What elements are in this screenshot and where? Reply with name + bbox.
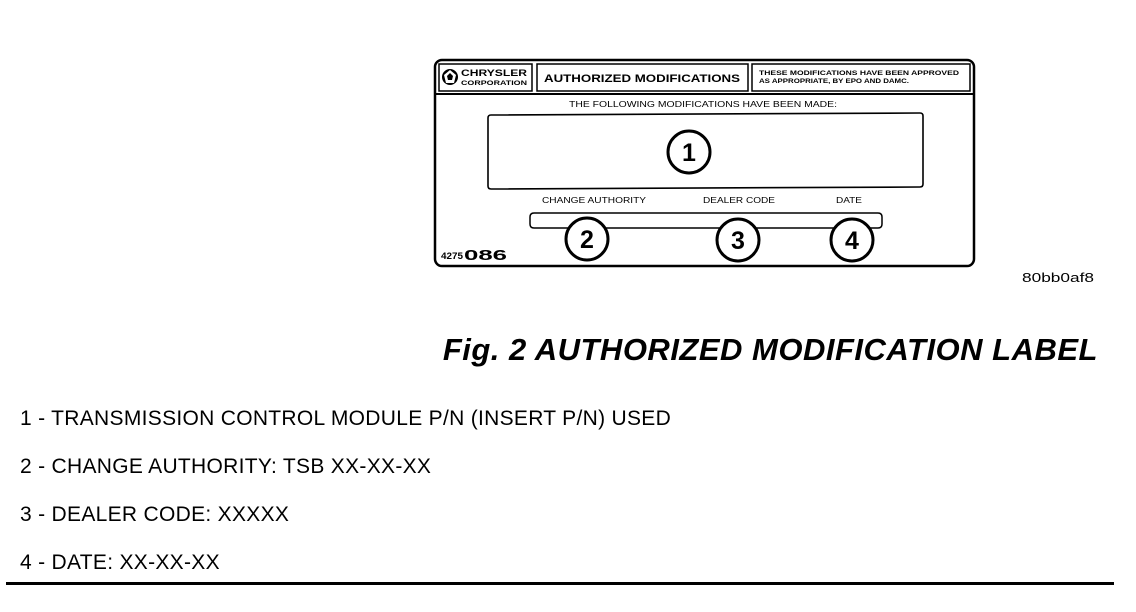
field-label-date: DATE xyxy=(836,195,862,205)
figure-caption: Fig. 2 AUTHORIZED MODIFICATION LABEL xyxy=(442,332,1098,367)
logo-line1: CHRYSLER xyxy=(461,68,528,78)
callout-1-number: 1 xyxy=(682,139,696,167)
field-label-change-authority: CHANGE AUTHORITY xyxy=(542,195,646,205)
legend-item-2: 2 - CHANGE AUTHORITY: TSB XX-XX-XX xyxy=(20,455,432,478)
callout-1: 1 xyxy=(666,129,712,175)
note-line1: THESE MODIFICATIONS HAVE BEEN APPROVED xyxy=(759,71,960,77)
note-cell xyxy=(751,63,971,92)
legend-list: 1 - TRANSMISSION CONTROL MODULE P/N (INS… xyxy=(20,404,671,596)
note-line2: AS APPROPRIATE, BY EPO AND DAMC. xyxy=(759,79,909,85)
title-cell xyxy=(536,63,749,92)
logo-line2: CORPORATION xyxy=(461,81,527,87)
instruction-text: THE FOLLOWING MODIFICATIONS HAVE BEEN MA… xyxy=(569,99,837,109)
bottom-rule xyxy=(6,582,1114,585)
legend-item-1: 1 - TRANSMISSION CONTROL MODULE P/N (INS… xyxy=(20,407,672,430)
modifications-box xyxy=(487,112,924,190)
label-title: AUTHORIZED MODIFICATIONS xyxy=(544,73,740,85)
part-number-prefix: 4275 xyxy=(441,251,463,261)
legend-item-4: 4 - DATE: XX-XX-XX xyxy=(20,551,220,574)
callout-3: 3 xyxy=(715,217,761,263)
logo-cell xyxy=(438,63,533,92)
callout-3-number: 3 xyxy=(731,227,745,255)
legend-item-3: 3 - DEALER CODE: XXXXX xyxy=(20,503,290,526)
authorized-modification-label-diagram: CHRYSLER CORPORATION AUTHORIZED MODIFICA… xyxy=(433,58,1094,285)
callout-2-number: 2 xyxy=(580,226,594,254)
field-label-dealer-code: DEALER CODE xyxy=(703,195,775,205)
callout-4-number: 4 xyxy=(845,227,859,255)
entry-field-bar xyxy=(529,212,883,229)
callout-2: 2 xyxy=(564,216,610,262)
pentastar-logo-icon xyxy=(442,69,458,85)
part-number-suffix: 086 xyxy=(464,247,507,264)
image-id: 80bb0af8 xyxy=(1022,270,1094,285)
callout-4: 4 xyxy=(829,217,875,263)
